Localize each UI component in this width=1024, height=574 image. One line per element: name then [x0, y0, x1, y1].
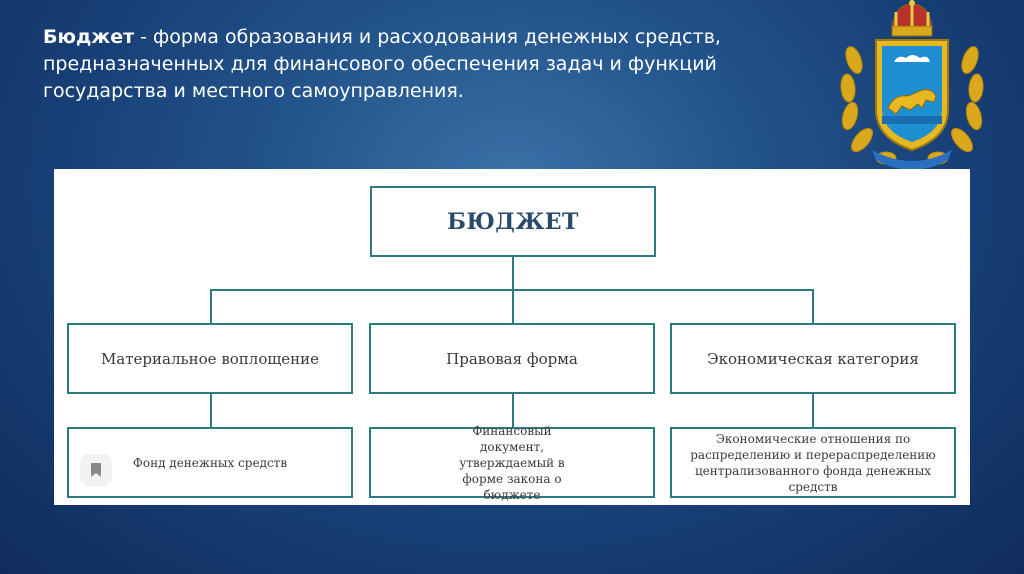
definition-body: - форма образования и расходования денеж…: [43, 26, 721, 102]
category-material-box: Материальное воплощение: [67, 323, 353, 394]
category-economic-box: Экономическая категория: [670, 323, 956, 394]
connector-root-down: [512, 257, 514, 290]
detail-material-text: Фонд денежных средств: [132, 455, 288, 470]
budget-diagram: БЮДЖЕТ Материальное воплощение Правовая …: [54, 169, 970, 505]
detail-economic-box: Экономические отношения по распределению…: [670, 427, 956, 498]
detail-legal-box: Финансовый документ, утверждаемый в форм…: [369, 424, 655, 502]
budget-root-box: БЮДЖЕТ: [370, 186, 656, 257]
category-legal-box: Правовая форма: [369, 323, 655, 394]
connector-right-leaf: [812, 394, 814, 427]
connector-center-down: [512, 289, 514, 323]
detail-legal-text: Финансовый документ, утверждаемый в форм…: [459, 423, 565, 502]
connector-left-down: [210, 289, 212, 323]
detail-material-box: Фонд денежных средств: [67, 427, 353, 498]
connector-left-leaf: [210, 394, 212, 427]
connector-right-down: [812, 289, 814, 323]
definition-text: Бюджет - форма образования и расходовани…: [43, 24, 803, 105]
bookmark-icon[interactable]: [80, 454, 112, 486]
coat-of-arms-icon: [836, 0, 988, 172]
connector-center-leaf: [512, 394, 514, 427]
detail-economic-text: Экономические отношения по распределению…: [690, 431, 936, 494]
term-label: Бюджет: [43, 26, 135, 48]
